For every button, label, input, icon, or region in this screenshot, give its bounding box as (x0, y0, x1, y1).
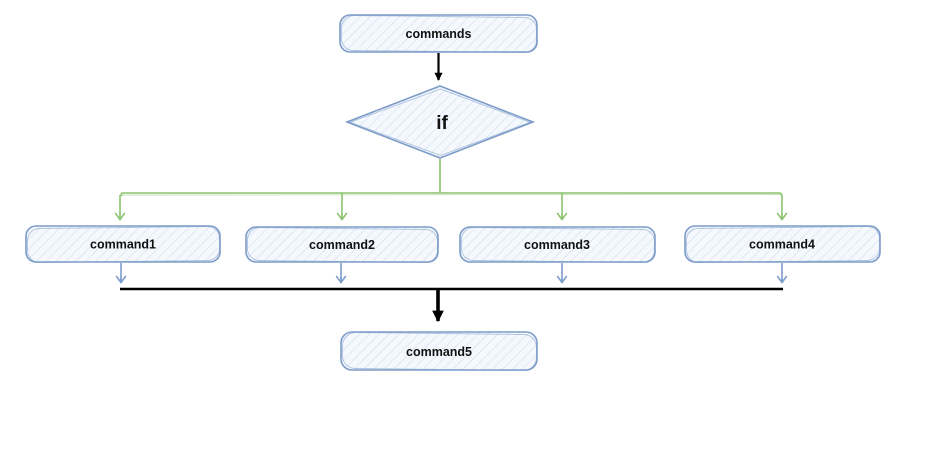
node-command5-label: command5 (406, 345, 472, 359)
node-command1-label: command1 (90, 238, 156, 252)
node-command3-label: command3 (524, 238, 590, 252)
node-command4: command4 (684, 225, 881, 264)
node-command3: command3 (459, 226, 656, 264)
node-command5: command5 (340, 331, 538, 372)
node-command1: command1 (25, 225, 221, 264)
node-command4-label: command4 (749, 238, 815, 252)
node-if-label: if (436, 113, 448, 134)
edge-if-branch-tree (114, 159, 788, 221)
node-command2-label: command2 (309, 238, 375, 252)
node-if: if (344, 85, 536, 159)
node-command2: command2 (245, 226, 439, 264)
node-commands-label: commands (406, 27, 472, 41)
node-commands: commands (339, 14, 538, 54)
